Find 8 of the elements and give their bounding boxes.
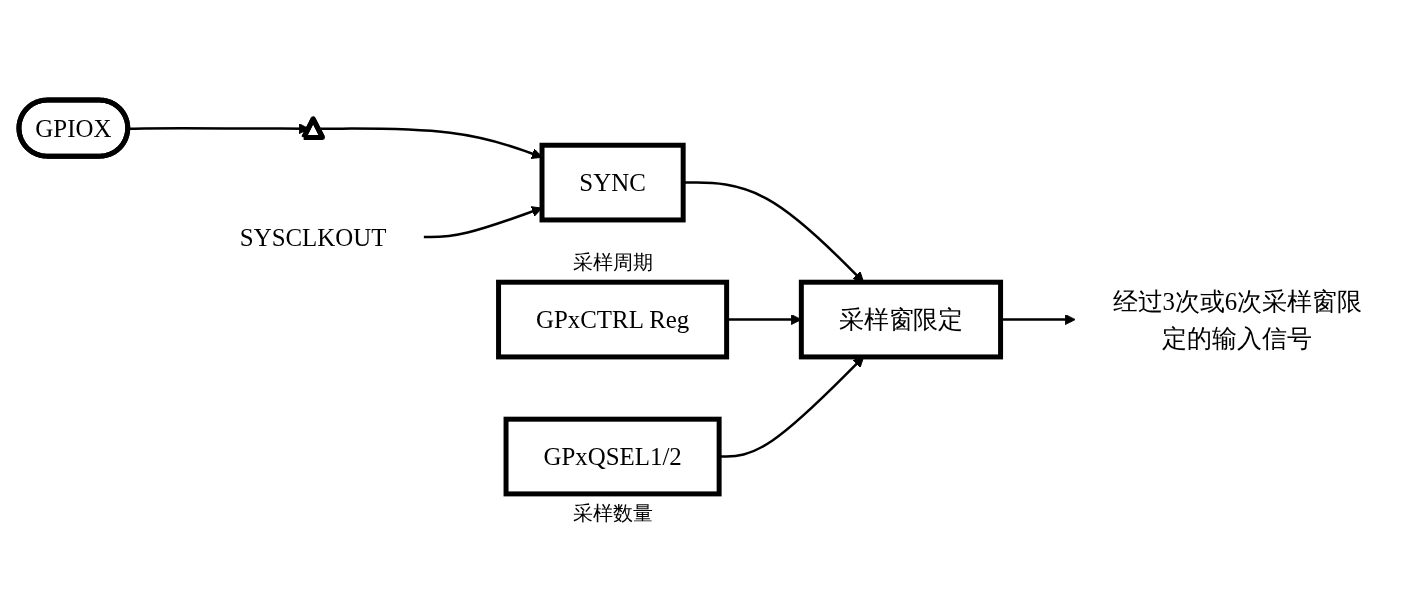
node-box: GPxQSEL1/2 (503, 416, 722, 497)
node-caption: 采样周期 (572, 250, 653, 276)
node-box: 采样窗限定 (798, 279, 1004, 360)
node-box: SYNC (539, 142, 686, 223)
node-caption: 采样数量 (572, 500, 653, 526)
node-text: 经过3次或6次采样窗限定的输入信号 (1112, 287, 1362, 352)
node-box: GPxCTRL Reg (496, 279, 730, 360)
node-text: SYSCLKOUT (239, 223, 387, 251)
